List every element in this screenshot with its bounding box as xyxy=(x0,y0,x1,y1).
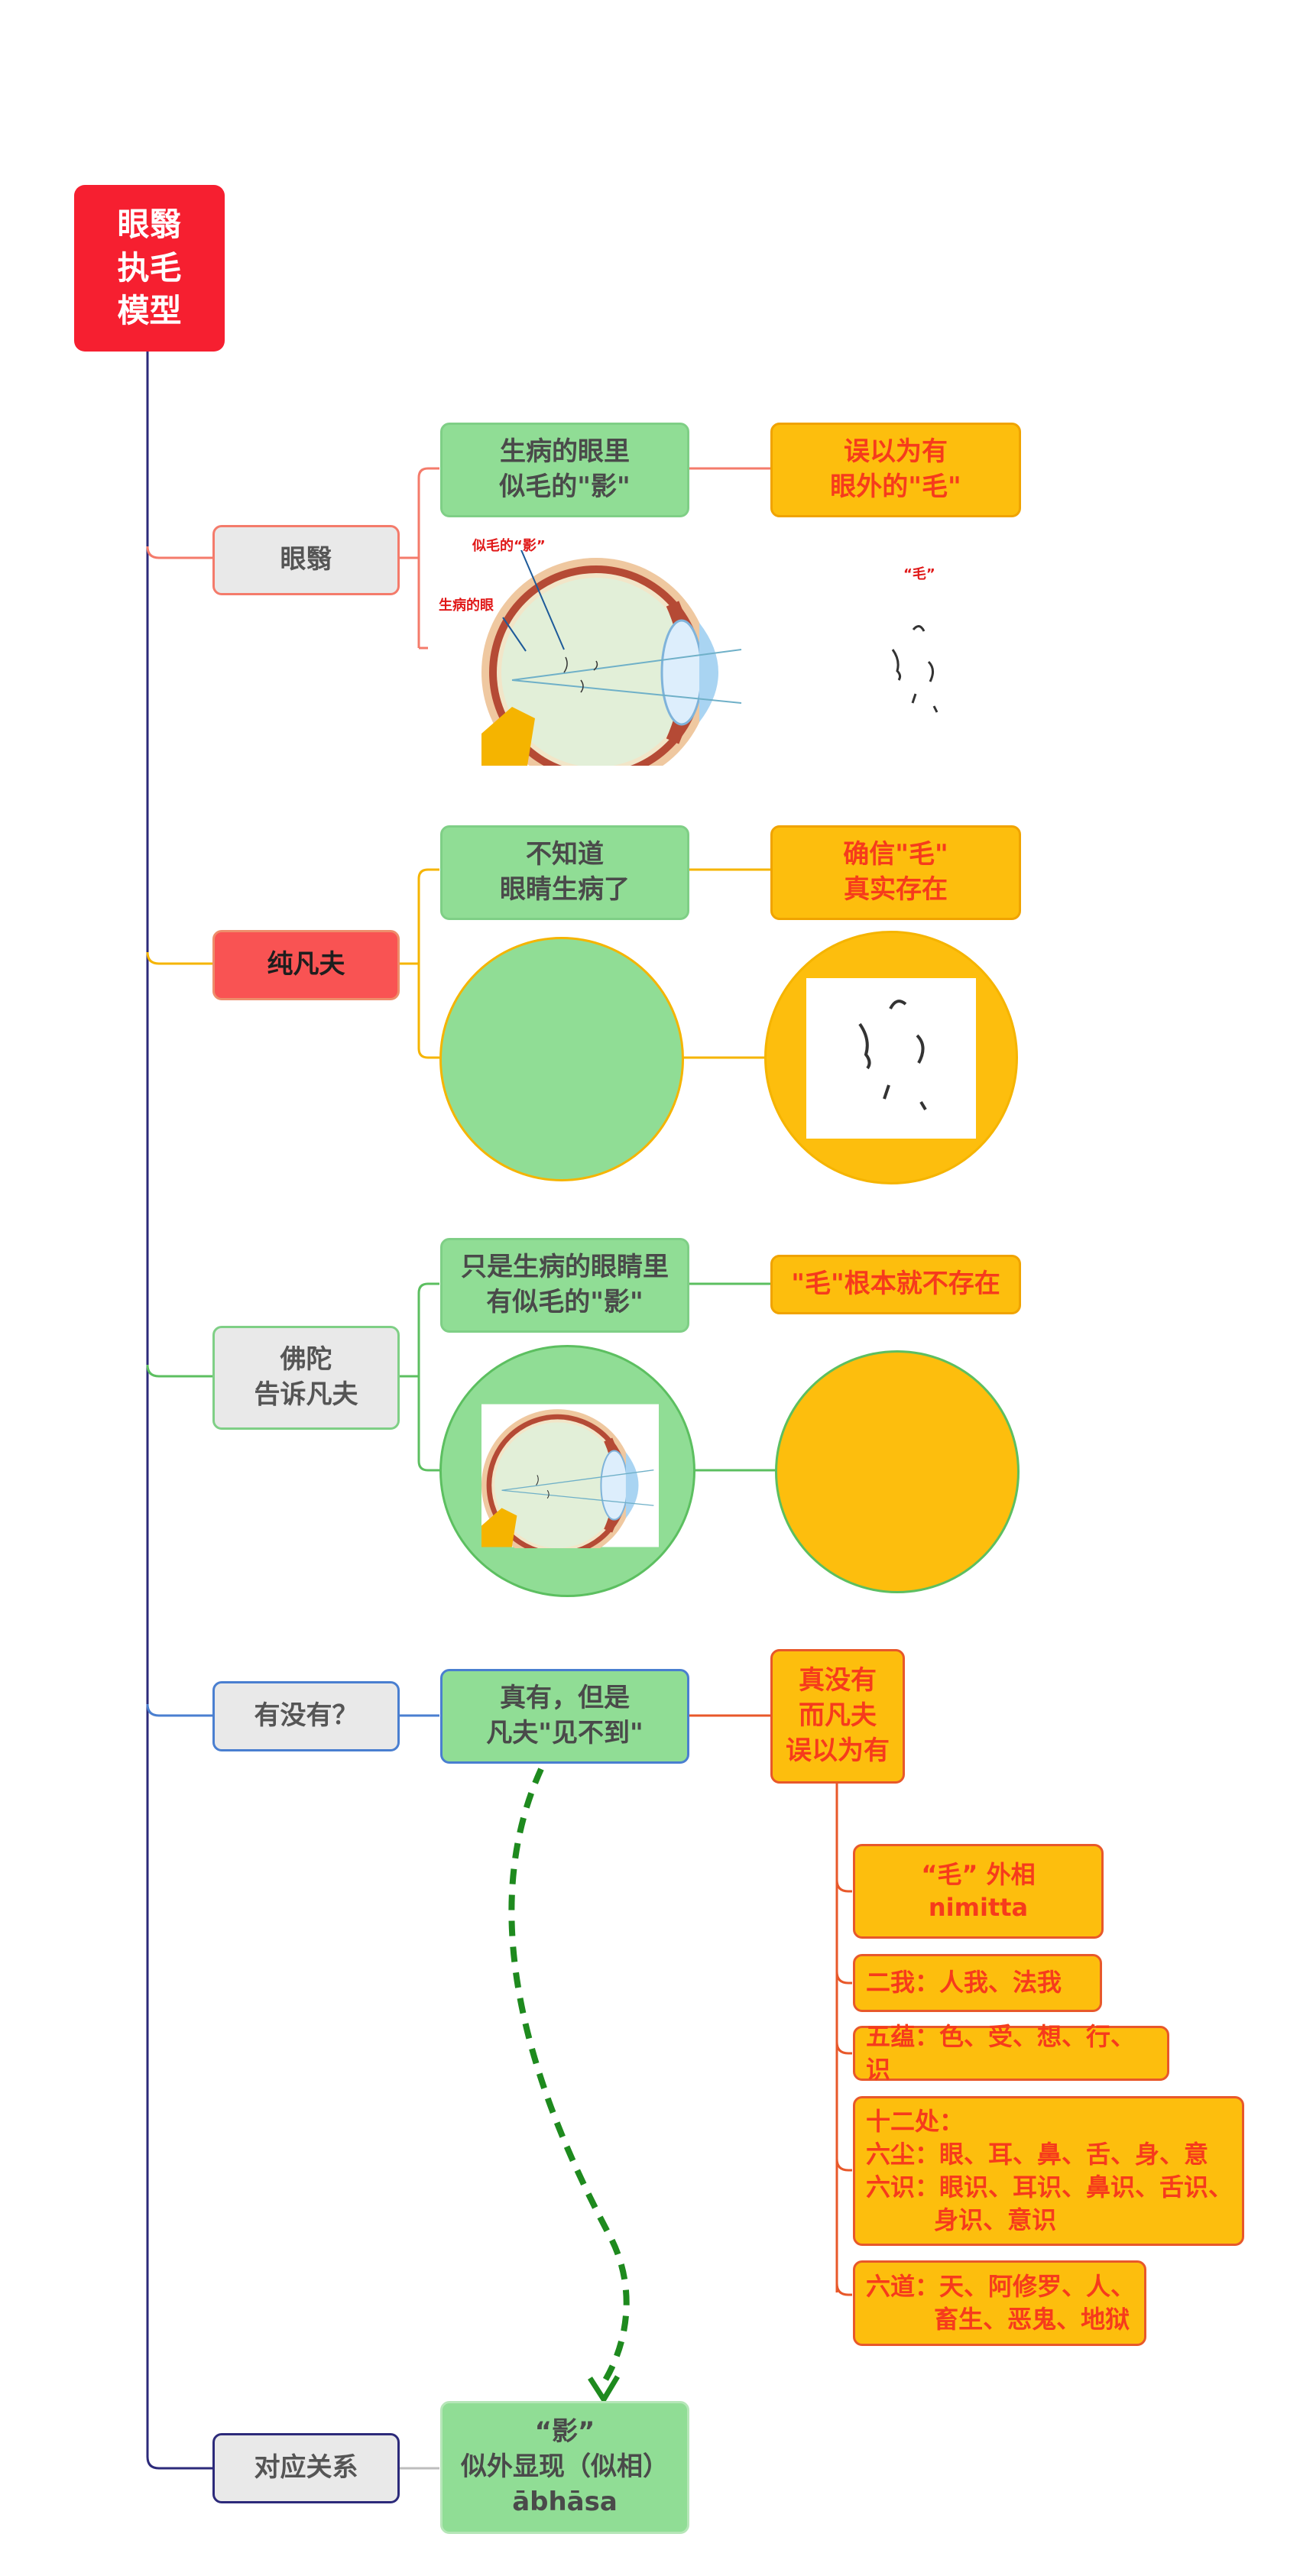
branch-yanyi: 眼翳 xyxy=(212,525,400,595)
youmeiyou-item-erwo: 二我：人我、法我 xyxy=(853,1954,1102,2012)
youmeiyou-item-liudao: 六道：天、阿修罗、人、 畜生、恶鬼、地狱 xyxy=(853,2260,1146,2346)
hair-label: “毛” xyxy=(903,566,935,582)
fotuo-right-box: "毛"根本就不存在 xyxy=(770,1255,1021,1314)
branch-fotuo: 佛陀 告诉凡夫 xyxy=(212,1326,400,1430)
branch-duiying: 对应关系 xyxy=(212,2433,400,2503)
yanyi-left-box: 生病的眼里 似毛的"影" xyxy=(440,423,689,517)
branch-youmeiyou: 有没有？ xyxy=(212,1681,400,1751)
youmeiyou-item-shierchu: 十二处： 六尘：眼、耳、鼻、舌、身、意 六识：眼识、耳识、鼻识、舌识、 身识、意… xyxy=(853,2096,1244,2246)
duiying-box: “影” 似外显现（似相） ābhāsa xyxy=(440,2401,689,2534)
branch-chunfanfu: 纯凡夫 xyxy=(212,930,400,1000)
hair-image xyxy=(806,978,976,1139)
youmeiyou-left-box: 真有，但是 凡夫"见不到" xyxy=(440,1669,689,1764)
fotuo-right-circle xyxy=(775,1350,1020,1593)
chunfanfu-left-box: 不知道 眼睛生病了 xyxy=(440,825,689,920)
youmeiyou-right-box: 真没有 而凡夫 误以为有 xyxy=(770,1649,905,1784)
chunfanfu-left-circle xyxy=(439,937,684,1181)
eye-label-shadow: 似毛的“影” xyxy=(472,538,546,554)
chunfanfu-right-box: 确信"毛" 真实存在 xyxy=(770,825,1021,920)
hair-strands xyxy=(891,625,939,713)
yanyi-right-box: 误以为有 眼外的"毛" xyxy=(770,423,1021,517)
eye-illustration-small xyxy=(481,1404,659,1548)
root-node: 眼翳 执毛 模型 xyxy=(74,185,225,352)
fotuo-left-box: 只是生病的眼睛里 有似毛的"影" xyxy=(440,1238,689,1333)
eye-label-eye: 生病的眼 xyxy=(439,598,494,614)
eye-illustration xyxy=(481,550,742,766)
correspondence-arrow xyxy=(508,1768,630,2385)
trunk-line xyxy=(146,344,212,2470)
youmeiyou-item-nimitta: “毛” 外相 nimitta xyxy=(853,1844,1104,1939)
youmeiyou-item-wuyun: 五蕴：色、受、想、行、识 xyxy=(853,2022,1169,2084)
